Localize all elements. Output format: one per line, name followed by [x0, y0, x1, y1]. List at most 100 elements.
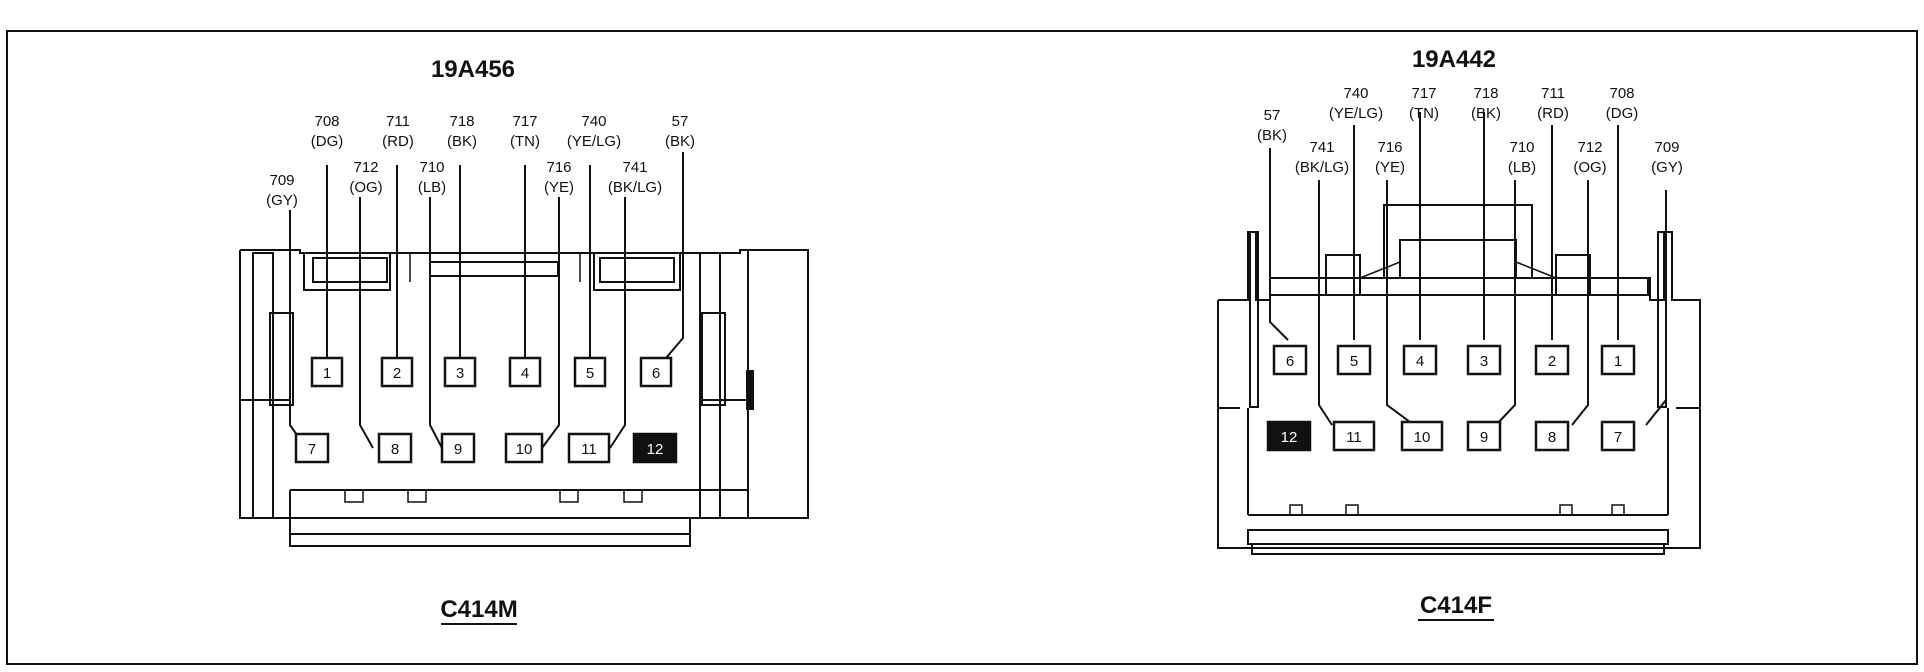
circuit-717: 717 — [512, 113, 537, 130]
pin-cavity: 1 — [1600, 344, 1636, 376]
wires-c414f — [1269, 112, 1667, 426]
circuit-717: 717 — [1411, 85, 1436, 102]
pin-cavity: 8 — [377, 432, 413, 464]
pin-number: 6 — [1286, 353, 1294, 370]
circuit-711: 711 — [386, 113, 410, 130]
pin-number: 5 — [586, 365, 594, 382]
color-og: (OG) — [349, 179, 382, 196]
pin-number: 12 — [1281, 429, 1298, 446]
color-gy: (GY) — [266, 192, 298, 209]
pin-cavity: 6 — [1272, 344, 1308, 376]
connector-c414m: 19A456 — [239, 56, 809, 625]
circuit-711: 711 — [1541, 85, 1565, 102]
part-number-19a456: 19A456 — [431, 56, 515, 83]
circuit-710: 710 — [1509, 139, 1534, 156]
connector-c414f: 19A442 — [1217, 46, 1701, 621]
color-gy: (GY) — [1651, 159, 1683, 176]
pin-number: 12 — [647, 441, 664, 458]
pin-cavity: 6 — [639, 356, 673, 388]
connector-label-c414m: C414M — [440, 596, 517, 623]
circuit-709: 709 — [1654, 139, 1679, 156]
pin-cavity: 4 — [1402, 344, 1438, 376]
pin-cavity: 9 — [440, 432, 476, 464]
circuit-741: 741 — [622, 159, 647, 176]
color-tn: (TN) — [510, 133, 540, 150]
circuit-716: 716 — [546, 159, 571, 176]
pin-number: 4 — [1416, 353, 1424, 370]
pin-cavity: 3 — [1466, 344, 1502, 376]
pin-cavity: 7 — [1600, 420, 1636, 452]
circuit-740: 740 — [1343, 85, 1368, 102]
pin-cavity-blocked: 12 — [1266, 420, 1312, 452]
circuit-708: 708 — [1609, 85, 1634, 102]
pin-cavity: 4 — [508, 356, 542, 388]
wires-c414m — [289, 152, 684, 449]
pin-cavity: 2 — [1534, 344, 1570, 376]
color-bk: (BK) — [1471, 105, 1501, 122]
pin-cavity: 5 — [573, 356, 607, 388]
color-tn: (TN) — [1409, 105, 1439, 122]
circuit-740: 740 — [581, 113, 606, 130]
color-ye-lg: (YE/LG) — [1329, 105, 1383, 122]
color-ye: (YE) — [544, 179, 574, 196]
housing-c414m — [239, 249, 809, 547]
color-dg: (DG) — [1606, 105, 1639, 122]
circuit-57: 57 — [1264, 107, 1281, 124]
pin-cavity: 10 — [1400, 420, 1444, 452]
pin-number: 8 — [391, 441, 399, 458]
pins-c414f: 6 5 4 3 2 1 12 11 10 9 8 7 — [1266, 344, 1636, 452]
pin-cavity: 8 — [1534, 420, 1570, 452]
pin-cavity: 10 — [504, 432, 544, 464]
pin-number: 2 — [1548, 353, 1556, 370]
color-bk-lg: (BK/LG) — [608, 179, 662, 196]
pin-number: 4 — [521, 365, 529, 382]
circuit-708: 708 — [314, 113, 339, 130]
circuit-716: 716 — [1377, 139, 1402, 156]
pin-number: 8 — [1548, 429, 1556, 446]
color-bk: (BK) — [665, 133, 695, 150]
color-rd: (RD) — [1537, 105, 1569, 122]
connector-label-c414f: C414F — [1420, 592, 1492, 619]
circuit-718: 718 — [1473, 85, 1498, 102]
pin-cavity: 11 — [567, 432, 611, 464]
pin-cavity: 2 — [380, 356, 414, 388]
pin-cavity: 11 — [1332, 420, 1376, 452]
circuit-712: 712 — [353, 159, 378, 176]
circuit-710: 710 — [419, 159, 444, 176]
pin-number: 7 — [308, 441, 316, 458]
housing-c414f — [1217, 204, 1701, 555]
circuit-741: 741 — [1309, 139, 1334, 156]
color-lb: (LB) — [1508, 159, 1536, 176]
pin-number: 11 — [1346, 429, 1362, 446]
pin-cavity: 5 — [1336, 344, 1372, 376]
wire-labels-c414m: 708 (DG) 711 (RD) 718 (BK) 717 (TN) 740 … — [266, 113, 695, 209]
diagram-frame — [6, 30, 1918, 665]
color-bk-lg: (BK/LG) — [1295, 159, 1349, 176]
pin-number: 9 — [454, 441, 462, 458]
pin-number: 2 — [393, 365, 401, 382]
pin-number: 3 — [1480, 353, 1488, 370]
pin-number: 10 — [516, 441, 533, 458]
circuit-712: 712 — [1577, 139, 1602, 156]
color-ye: (YE) — [1375, 159, 1405, 176]
pin-number: 10 — [1414, 429, 1431, 446]
pin-number: 1 — [323, 365, 331, 382]
color-ye-lg: (YE/LG) — [567, 133, 621, 150]
wire-labels-c414f: 57 (BK) 740 (YE/LG) 717 (TN) 718 (BK) 71… — [1257, 85, 1683, 176]
color-bk: (BK) — [1257, 127, 1287, 144]
color-bk: (BK) — [447, 133, 477, 150]
color-rd: (RD) — [382, 133, 414, 150]
pin-number: 9 — [1480, 429, 1488, 446]
pin-cavity: 1 — [310, 356, 344, 388]
pin-cavity: 3 — [443, 356, 477, 388]
pin-number: 5 — [1350, 353, 1358, 370]
part-number-19a442: 19A442 — [1412, 46, 1496, 73]
pin-number: 3 — [456, 365, 464, 382]
latch-tab — [746, 370, 754, 410]
pin-cavity-blocked: 12 — [632, 432, 678, 464]
pin-number: 7 — [1614, 429, 1622, 446]
pin-number: 11 — [581, 441, 597, 458]
circuit-718: 718 — [449, 113, 474, 130]
circuit-57: 57 — [672, 113, 689, 130]
